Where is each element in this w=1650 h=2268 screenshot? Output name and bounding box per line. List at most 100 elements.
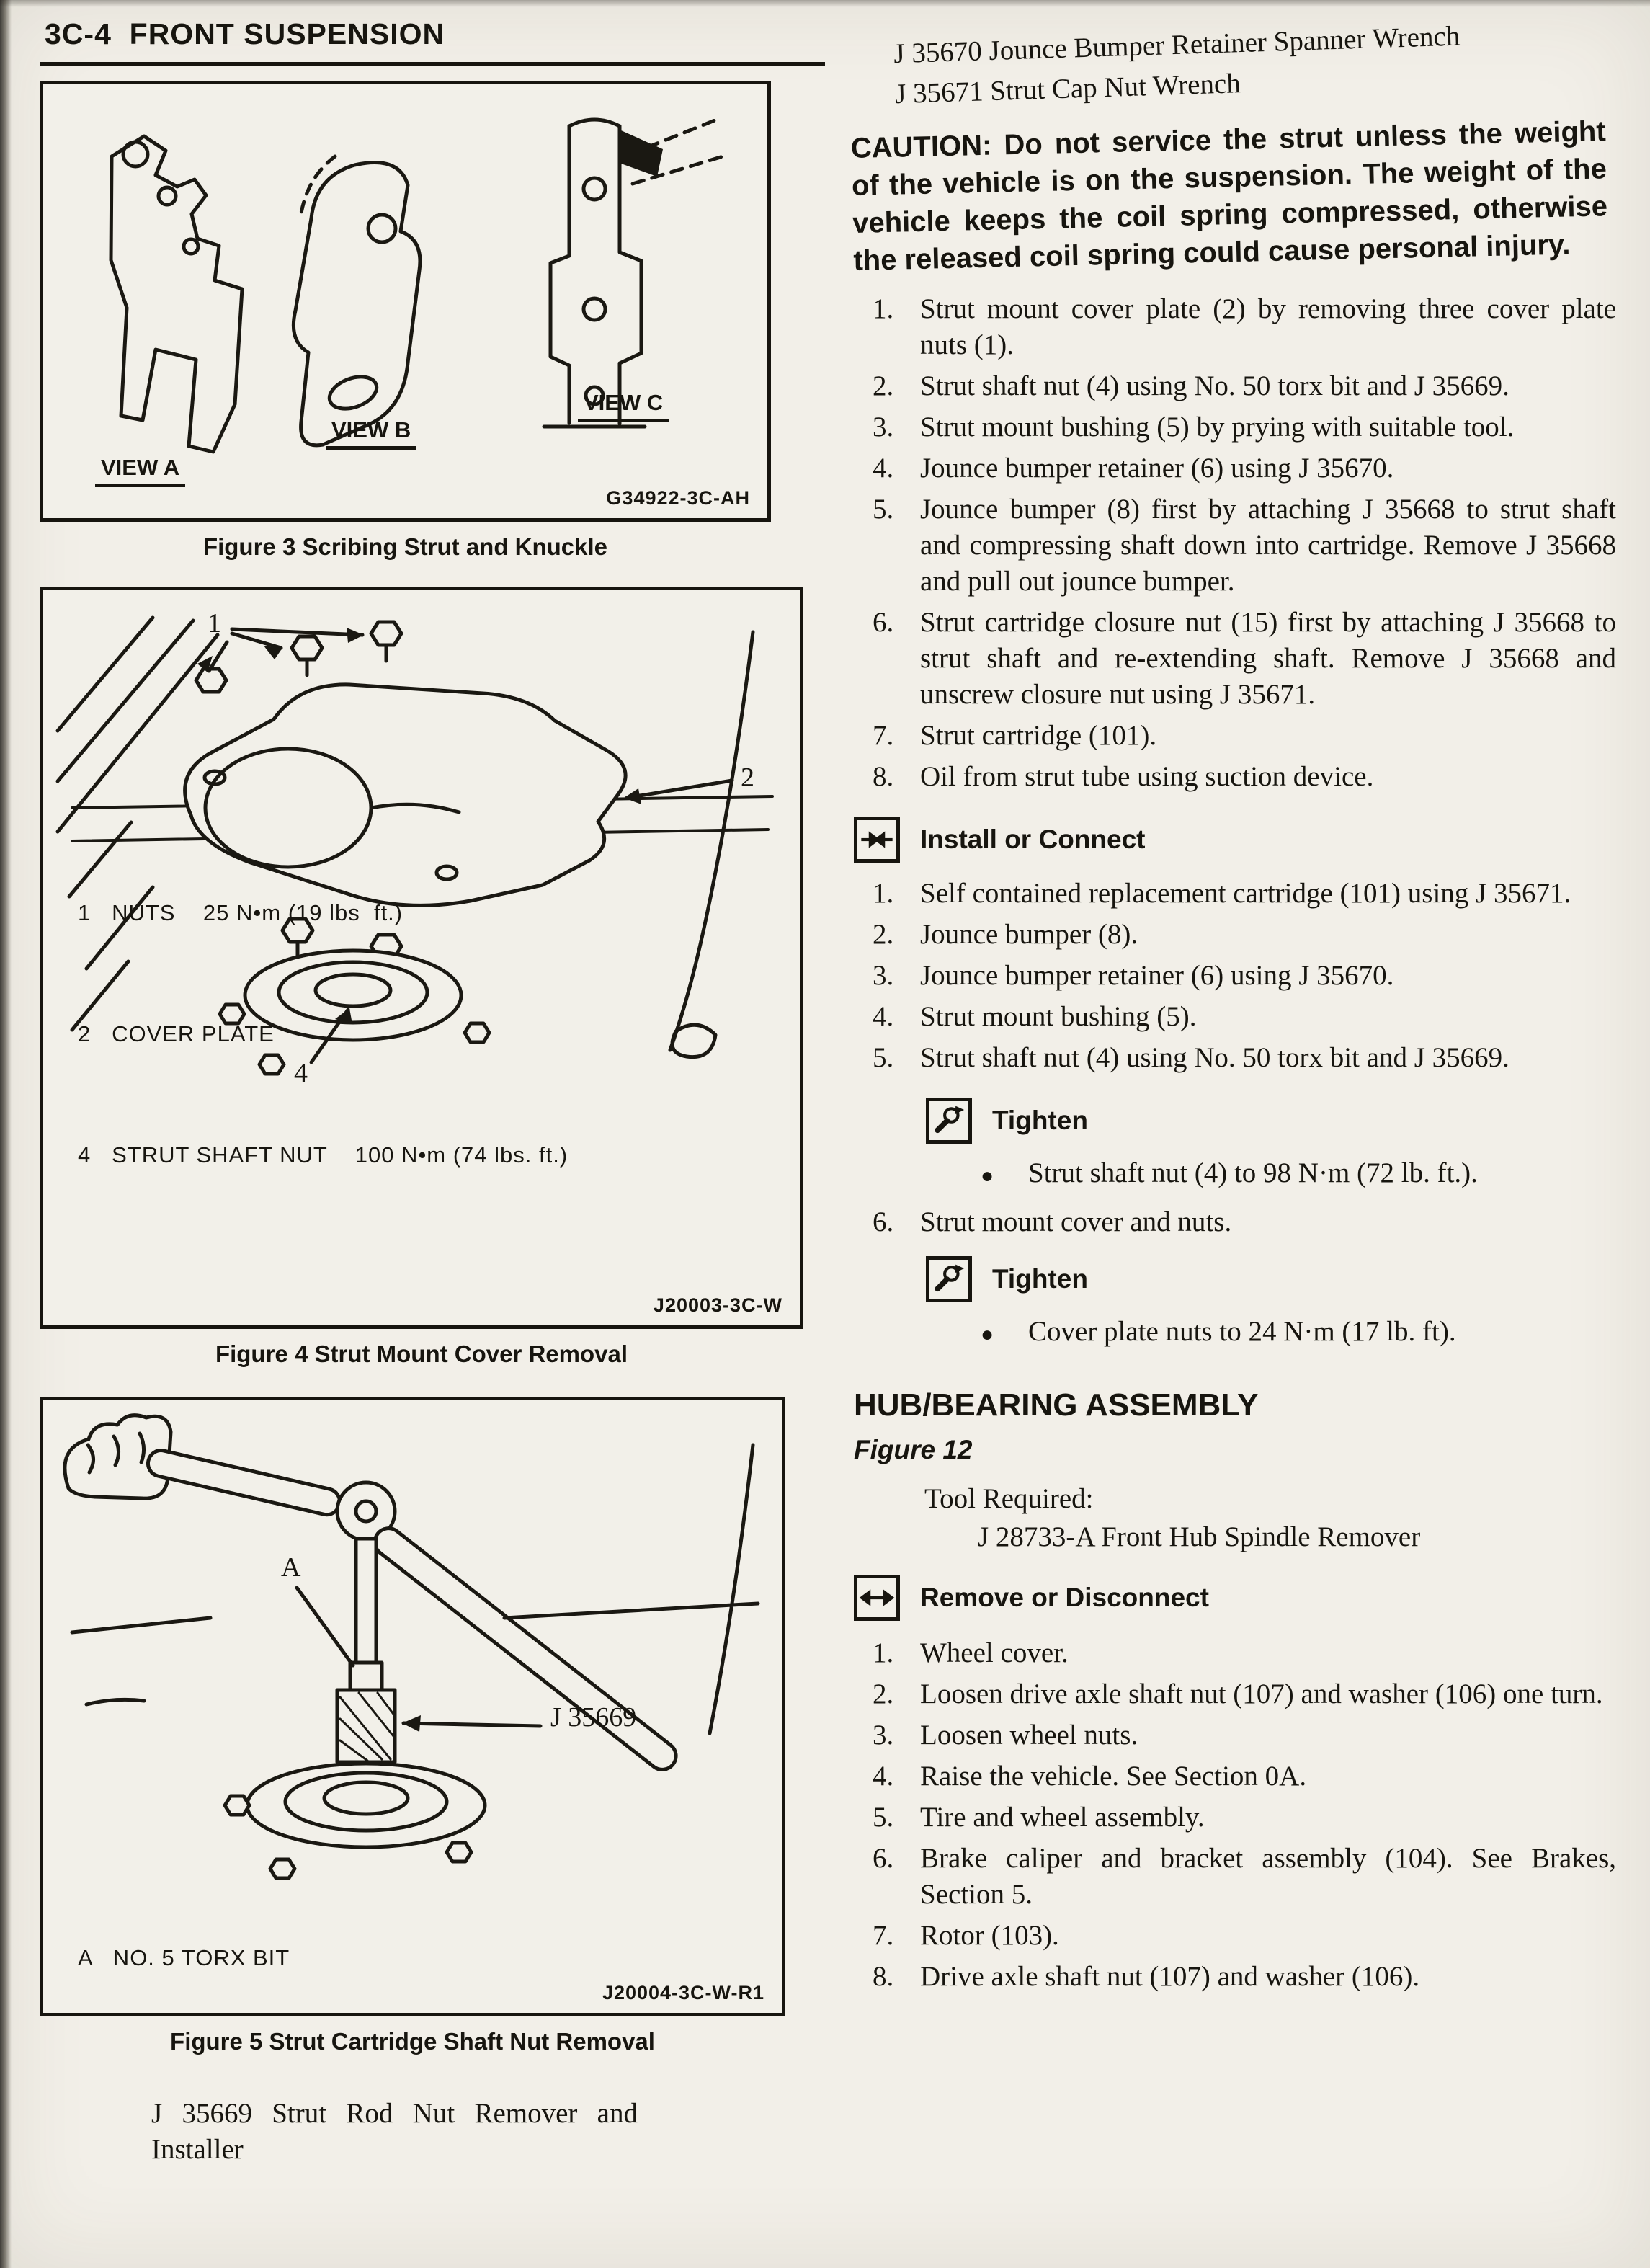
right-column: J 35670 Jounce Bumper Retainer Spanner W…: [850, 21, 1619, 2000]
list-item: 2.Loosen drive axle shaft nut (107) and …: [854, 1676, 1619, 1712]
view-a-label: VIEW A: [95, 455, 186, 487]
step-number: 5.: [873, 1042, 894, 1073]
tighten-label: Tighten: [992, 1106, 1088, 1135]
step-text: Tire and wheel assembly.: [920, 1802, 1205, 1833]
view-c-label: VIEW C: [578, 390, 669, 422]
list-item: 5.Tire and wheel assembly.: [854, 1800, 1619, 1836]
step-text: Jounce bumper (8).: [920, 919, 1138, 950]
left-column: VIEW A VIEW B VIEW C G34922-3C-AH Figure…: [40, 81, 829, 2168]
figure5-legend: A NO. 5 TORX BIT: [78, 1945, 290, 1970]
step-text: Jounce bumper (8) first by attaching J 3…: [920, 494, 1616, 597]
list-item: 6. Strut cartridge closure nut (15) first…: [854, 605, 1619, 713]
step-text: Drive axle shaft nut (107) and washer (1…: [920, 1961, 1420, 1992]
bullet-dot: ●: [981, 1322, 994, 1346]
scan-top-artifact: [0, 0, 1650, 7]
step-text: Strut cartridge (101).: [920, 720, 1157, 751]
step-text: Rotor (103).: [920, 1920, 1059, 1951]
step-number: 6.: [873, 607, 894, 638]
list-item: 3. Loosen wheel nuts.: [854, 1717, 1619, 1753]
remove-steps-list: 1. Strut mount cover plate (2) by removin…: [854, 291, 1619, 795]
figure4-legend: 1 NUTS 25 N•m (19 lbs ft.) 2 COVER PLATE…: [78, 812, 568, 1256]
step-number: 2.: [873, 1678, 894, 1709]
step-number: 2.: [873, 919, 894, 950]
step-text: Strut shaft nut (4) using No. 50 torx bi…: [920, 370, 1509, 401]
step-number: 8.: [873, 1961, 894, 1992]
figure4-caption: Figure 4 Strut Mount Cover Removal: [215, 1340, 628, 1367]
scan-edge-artifact: [0, 0, 12, 2268]
step-number: 1.: [873, 293, 894, 324]
legend-line-nuts: 1 NUTS 25 N•m (19 lbs ft.): [78, 900, 403, 925]
tool-required-value: J 28733-A Front Hub Spindle Remover: [978, 1521, 1421, 1552]
figure5-caption: Figure 5 Strut Cartridge Shaft Nut Remov…: [170, 2028, 655, 2055]
list-item: 4. Strut mount bushing (5).: [854, 999, 1619, 1035]
step-number: 2.: [873, 370, 894, 401]
step-text: Wheel cover.: [920, 1637, 1069, 1668]
step-text: Brake caliper and bracket assembly (104)…: [920, 1843, 1616, 1910]
step-number: 4.: [873, 1761, 894, 1792]
legend-line-cover-plate: 2 COVER PLATE: [78, 1021, 275, 1046]
remove-disconnect-heading: Remove or Disconnect: [854, 1575, 1619, 1621]
step-text: Strut shaft nut (4) using No. 50 torx bi…: [920, 1042, 1509, 1073]
step-text: Strut mount cover plate (2) by removing …: [920, 293, 1616, 360]
cover-plate-drawing: [55, 615, 774, 1076]
step-number: 7.: [873, 1920, 894, 1951]
bullet-text: Strut shaft nut (4) to 98 N·m (72 lb. ft…: [1028, 1157, 1478, 1188]
tool-required-label: Tool Required:: [924, 1483, 1094, 1514]
step-text: Raise the vehicle. See Section 0A.: [920, 1761, 1307, 1792]
figure4-box: 1 2 4 1 NUTS 25 N•m (19 lbs ft.) 2 COVER…: [40, 587, 803, 1329]
step-text: Jounce bumper retainer (6) using J 35670…: [920, 960, 1394, 991]
tighten-bullet-1: ● Strut shaft nut (4) to 98 N·m (72 lb. …: [854, 1155, 1619, 1194]
callout-a: A: [281, 1552, 301, 1583]
install-connect-label: Install or Connect: [920, 824, 1146, 854]
bullet-dot: ●: [981, 1164, 994, 1188]
list-item: 5. Strut shaft nut (4) using No. 50 torx …: [854, 1040, 1619, 1076]
tighten-icon: [926, 1098, 972, 1144]
step-number: 1.: [873, 1637, 894, 1668]
step-number: 3.: [873, 1720, 894, 1751]
figure3-code: G34922-3C-AH: [606, 487, 750, 509]
step-number: 6.: [873, 1206, 894, 1237]
caution-text: CAUTION: Do not service the strut unless…: [850, 115, 1608, 277]
step-text: Jounce bumper retainer (6) using J 35670…: [920, 453, 1394, 484]
step-number: 3.: [873, 960, 894, 991]
list-item: 5. Jounce bumper (8) first by attaching J…: [854, 492, 1619, 600]
step-number: 4.: [873, 453, 894, 484]
install-steps-list: 1.Self contained replacement cartridge (…: [854, 876, 1619, 1076]
list-item: 3.Strut mount bushing (5) by prying with…: [854, 409, 1619, 445]
step-number: 4.: [873, 1001, 894, 1032]
callout-4: 4: [294, 1058, 308, 1088]
remove-disconnect-label: Remove or Disconnect: [920, 1583, 1209, 1612]
step-text: Strut mount bushing (5).: [920, 1001, 1197, 1032]
tool-label-j35669: J 35669: [550, 1702, 637, 1733]
install-connect-icon: [854, 817, 900, 863]
list-item: 6. Strut mount cover and nuts.: [854, 1204, 1619, 1240]
remove-disconnect-icon: [854, 1575, 900, 1621]
list-item: 8.Oil from strut tube using suction devi…: [854, 759, 1619, 795]
step-text: Strut cartridge closure nut (15) first b…: [920, 607, 1616, 710]
header-rule: [40, 62, 825, 66]
figure3-caption: Figure 3 Scribing Strut and Knuckle: [202, 533, 608, 560]
figure3-box: VIEW A VIEW B VIEW C G34922-3C-AH: [40, 81, 771, 522]
tighten-label: Tighten: [992, 1264, 1088, 1294]
step-number: 7.: [873, 720, 894, 751]
step-text: Strut mount cover and nuts.: [920, 1206, 1232, 1237]
step-number: 1.: [873, 878, 894, 909]
list-item: 4. Jounce bumper retainer (6) using J 356…: [854, 450, 1619, 486]
step6-list: 6. Strut mount cover and nuts.: [854, 1204, 1619, 1240]
hub-steps-list: 1. Wheel cover. 2.Loosen drive axle shaft…: [854, 1635, 1619, 1995]
bullet-text: Cover plate nuts to 24 N·m (17 lb. ft).: [1028, 1316, 1456, 1347]
step-text: Loosen wheel nuts.: [920, 1720, 1138, 1751]
figure-12-reference: Figure 12: [854, 1435, 973, 1464]
figure5-box: A J 35669 A NO. 5 TORX BIT J20004-3C-W-R…: [40, 1397, 785, 2016]
list-item: 3. Jounce bumper retainer (6) using J 356…: [854, 958, 1619, 994]
list-item: 6.Brake caliper and bracket assembly (10…: [854, 1841, 1619, 1913]
tighten-icon: [926, 1256, 972, 1302]
tool-list: J 35670 Jounce Bumper Retainer Spanner W…: [852, 17, 1488, 114]
step-text: Strut mount bushing (5) by prying with s…: [920, 412, 1515, 443]
page-header: 3C-4 FRONT SUSPENSION: [45, 17, 445, 50]
list-item: 7. Strut cartridge (101).: [854, 718, 1619, 754]
step-number: 5.: [873, 494, 894, 525]
callout-2: 2: [741, 762, 754, 793]
figure5-code: J20004-3C-W-R1: [602, 1982, 764, 2004]
